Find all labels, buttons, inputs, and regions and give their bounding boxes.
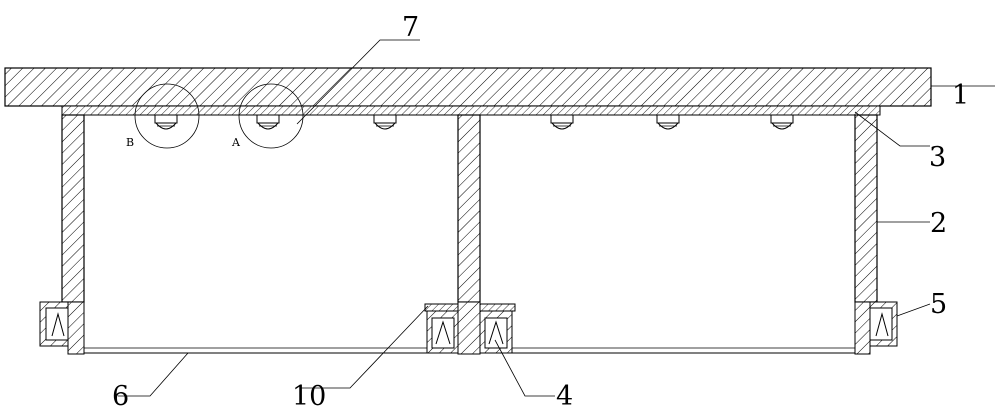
label-1: 1 — [952, 80, 969, 111]
top-plate — [5, 68, 931, 106]
label-10: 10 — [292, 381, 326, 412]
left-side-clamp — [40, 302, 84, 354]
leader-5 — [897, 304, 930, 316]
leader-10 — [300, 306, 428, 388]
center-clamps — [425, 302, 515, 354]
detail-marker-a: A — [231, 136, 241, 149]
lamp — [551, 115, 573, 129]
ceiling-strip — [62, 106, 880, 115]
label-5: 5 — [930, 289, 947, 320]
label-2: 2 — [930, 208, 947, 239]
right-side-clamp — [855, 302, 897, 354]
lamp — [374, 115, 396, 129]
lamp — [257, 115, 279, 129]
lamp — [771, 115, 793, 129]
lamp — [155, 115, 177, 129]
center-post — [458, 115, 480, 302]
lamp — [657, 115, 679, 129]
detail-marker-b: B — [126, 136, 134, 149]
label-7: 7 — [402, 12, 419, 43]
label-4: 4 — [556, 381, 573, 412]
label-6: 6 — [112, 381, 129, 412]
label-3: 3 — [929, 142, 946, 173]
right-post — [855, 115, 877, 302]
left-post — [62, 115, 84, 302]
